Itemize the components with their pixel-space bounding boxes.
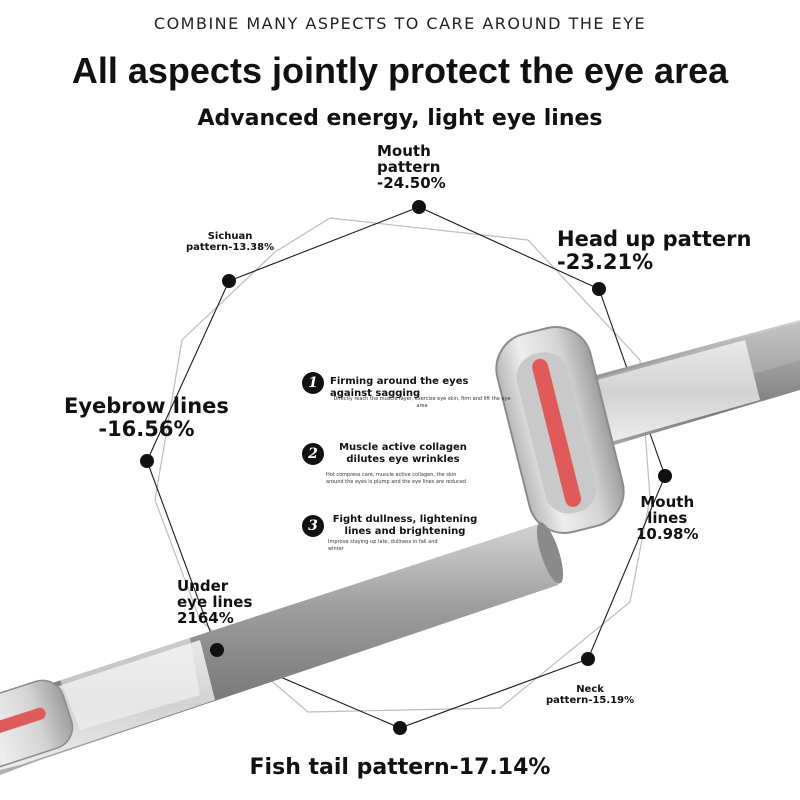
- page-subtitle: Advanced energy, light eye lines: [197, 106, 603, 131]
- label-neck-pattern: Neck pattern-15.19%: [546, 684, 635, 706]
- feature-2-title: Muscle active collagen dilutes eye wrink…: [339, 442, 467, 465]
- feature-2-number-badge: 2: [302, 443, 324, 465]
- eyebrow-text: COMBINE MANY ASPECTS TO CARE AROUND THE …: [153, 14, 647, 33]
- point-sichuan: [222, 274, 236, 288]
- red-light-tip-icon: [0, 707, 46, 741]
- label-mouth-lines: Mouth lines 10.98%: [636, 493, 699, 544]
- point-neck: [581, 652, 595, 666]
- device-right-illustration: [495, 320, 800, 534]
- point-under-eye: [210, 643, 224, 657]
- label-eyebrow-lines: Eyebrow lines -16.56%: [64, 394, 229, 441]
- feature-1-description: Directly reach the muscle layer, exercis…: [333, 396, 511, 409]
- red-light-strip-icon: [532, 358, 582, 507]
- label-head-up-pattern: Head up pattern -23.21%: [557, 227, 752, 274]
- feature-3-title: Fight dullness, lightening lines and bri…: [332, 514, 478, 537]
- feature-3-number-badge: 3: [302, 515, 324, 537]
- feature-3-description: Improve staying up late, dullness in fal…: [328, 539, 438, 552]
- feature-1-number-badge: 1: [302, 372, 324, 394]
- label-mouth-pattern: Mouth pattern -24.50%: [377, 142, 446, 193]
- label-fish-tail-pattern: Fish tail pattern-17.14%: [249, 755, 551, 780]
- feature-1-title: Firming around the eyes against sagging: [330, 376, 469, 399]
- page-title: All aspects jointly protect the eye area: [71, 50, 729, 91]
- feature-2-description: Hot compress care, muscle active collage…: [326, 472, 466, 485]
- device-left-illustration: [0, 522, 564, 775]
- label-under-eye-lines: Under eye lines 2164%: [177, 577, 253, 628]
- point-mouth-lines: [658, 469, 672, 483]
- point-head-up: [592, 282, 606, 296]
- decorative-polygon: [154, 217, 651, 713]
- label-sichuan-pattern: Sichuan pattern-13.38%: [186, 231, 275, 253]
- point-eyebrow: [140, 454, 154, 468]
- point-fish-tail: [393, 721, 407, 735]
- point-mouth-pattern: [412, 200, 426, 214]
